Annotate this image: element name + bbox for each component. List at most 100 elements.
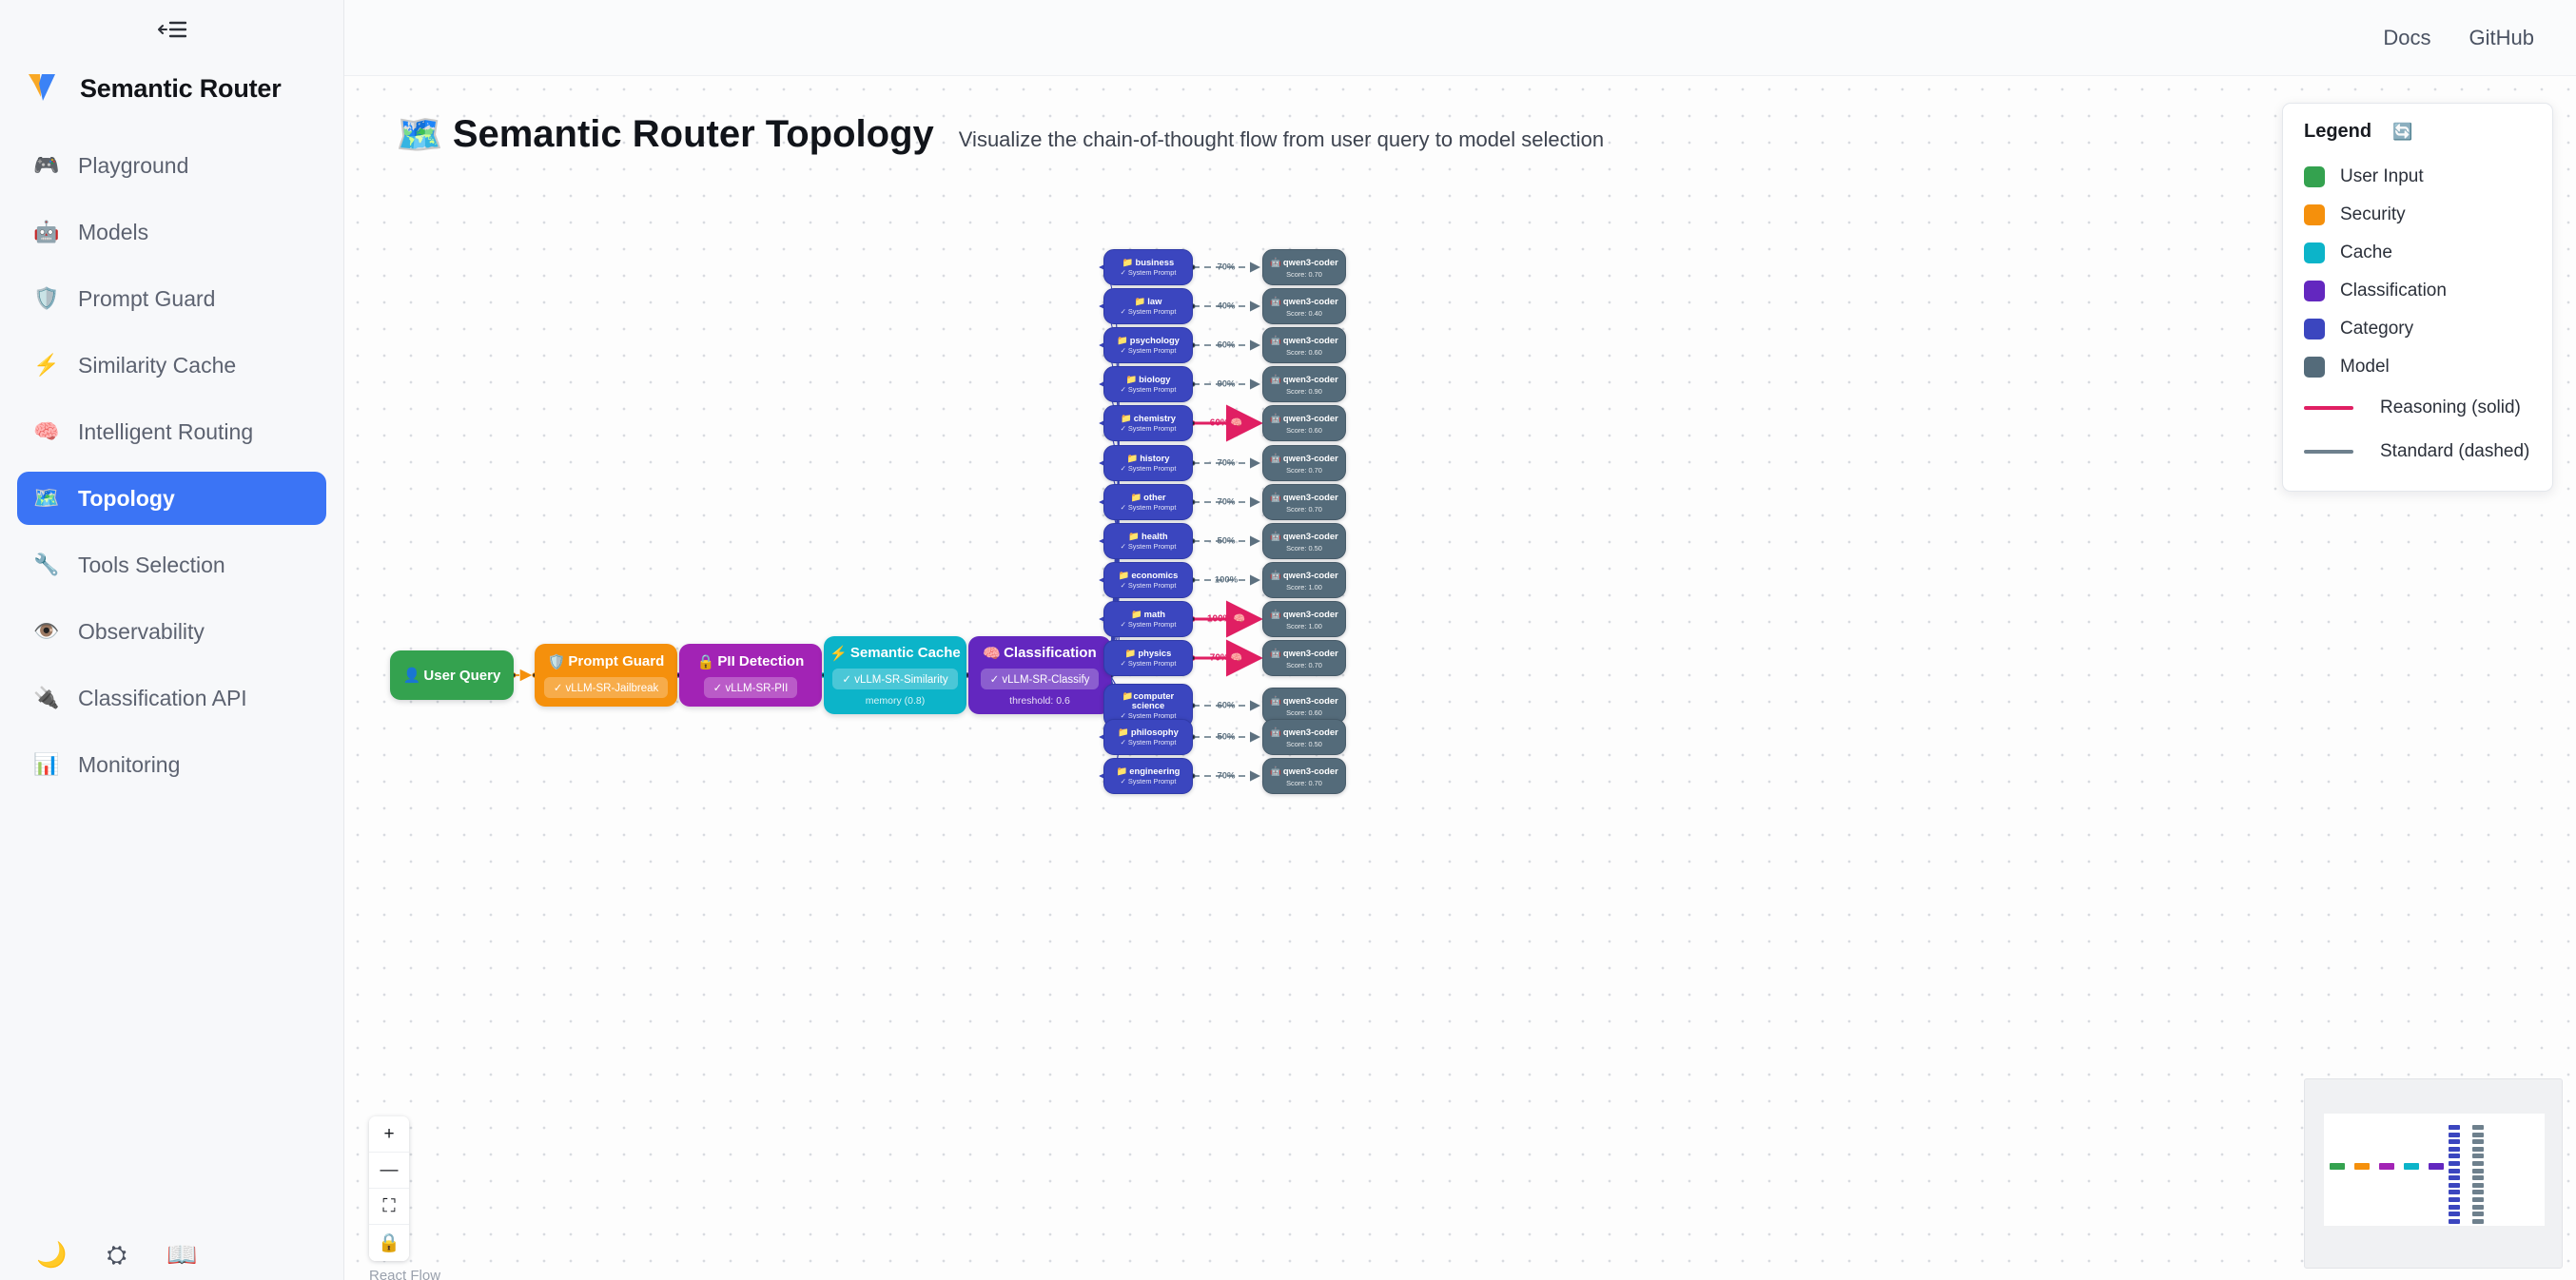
- sidebar-item-intelligent-routing[interactable]: 🧠Intelligent Routing: [17, 405, 326, 458]
- minimap-category-dot: [2449, 1190, 2460, 1195]
- zoom-in-button[interactable]: +: [369, 1116, 409, 1153]
- flow-graph[interactable]: 👤User Query 🛡️Prompt Guard✓ vLLM-SR-Jailb…: [344, 76, 2576, 1280]
- page-title: 🗺️ Semantic Router Topology: [396, 112, 934, 157]
- robot-icon: 🤖: [1270, 491, 1281, 502]
- model-name: qwen3-coder: [1282, 335, 1338, 345]
- sidebar-item-playground[interactable]: 🎮Playground: [17, 139, 326, 192]
- refresh-icon[interactable]: 🔄: [2392, 122, 2413, 141]
- edge-percent: 70%: [1209, 652, 1229, 664]
- sidebar-item-similarity-cache[interactable]: ⚡Similarity Cache: [17, 339, 326, 392]
- legend-swatch-icon: [2304, 281, 2325, 301]
- sidebar-item-topology[interactable]: 🗺️Topology: [17, 472, 326, 525]
- lock-button[interactable]: 🔒: [369, 1225, 409, 1261]
- github-link-icon[interactable]: ⛭: [107, 1240, 127, 1269]
- sidebar-item-observability[interactable]: 👁️Observability: [17, 605, 326, 658]
- model-title: 🤖qwen3-coder: [1270, 296, 1338, 307]
- legend-line-icon: [2304, 406, 2353, 410]
- model-score: Score: 0.70: [1286, 504, 1322, 514]
- attribution-label: React Flow: [369, 1268, 441, 1280]
- legend-swatch-icon: [2304, 357, 2325, 378]
- monitoring-icon: 📊: [33, 752, 60, 776]
- category-title-text: math: [1143, 608, 1166, 619]
- zoom-out-button[interactable]: —: [369, 1153, 409, 1189]
- dark-mode-toggle[interactable]: 🌙: [36, 1240, 68, 1269]
- node-category-engineering[interactable]: 📁engineering✓ System Prompt: [1103, 758, 1193, 794]
- model-title: 🤖qwen3-coder: [1270, 492, 1338, 503]
- node-category-business[interactable]: 📁business✓ System Prompt: [1103, 249, 1193, 285]
- main-area: Docs GitHub 🗺️ Semantic Router Topology …: [344, 0, 2576, 1280]
- model-title: 🤖qwen3-coder: [1270, 257, 1338, 268]
- sidebar-item-models[interactable]: 🤖Models: [17, 205, 326, 259]
- node-category-math[interactable]: 📁math✓ System Prompt: [1103, 601, 1193, 637]
- category-title-text: chemistry: [1133, 412, 1176, 423]
- edge-label-philosophy: 50%: [1217, 732, 1235, 743]
- category-subtitle: ✓ System Prompt: [1120, 464, 1177, 474]
- node-category-other[interactable]: 📁other✓ System Prompt: [1103, 484, 1193, 520]
- node-title: 👤User Query: [403, 667, 501, 685]
- node-category-chemistry[interactable]: 📁chemistry✓ System Prompt: [1103, 405, 1193, 441]
- fit-view-button[interactable]: ⛶: [369, 1189, 409, 1225]
- page-title-icon: 🗺️: [396, 114, 443, 156]
- github-link[interactable]: GitHub: [2469, 25, 2534, 49]
- node-category-law[interactable]: 📁law✓ System Prompt: [1103, 288, 1193, 324]
- node-category-history[interactable]: 📁history✓ System Prompt: [1103, 445, 1193, 481]
- robot-icon: 🤖: [1270, 256, 1281, 267]
- node-badge: ✓ vLLM-SR-PII: [703, 676, 798, 698]
- docs-book-icon[interactable]: 📖: [166, 1240, 198, 1269]
- brand[interactable]: Semantic Router: [0, 59, 343, 118]
- classification-api-icon: 🔌: [33, 686, 60, 709]
- folder-icon: 📁: [1117, 334, 1128, 345]
- model-name: qwen3-coder: [1282, 570, 1338, 580]
- minimap[interactable]: [2304, 1078, 2563, 1269]
- collapse-menu-icon[interactable]: [150, 13, 194, 46]
- sidebar-item-tools-selection[interactable]: 🔧Tools Selection: [17, 538, 326, 592]
- node-category-philosophy[interactable]: 📁philosophy✓ System Prompt: [1103, 719, 1193, 755]
- docs-link[interactable]: Docs: [2383, 25, 2431, 49]
- edge-percent: 50%: [1217, 535, 1236, 547]
- node-category-economics[interactable]: 📁economics✓ System Prompt: [1103, 562, 1193, 598]
- sidebar-item-monitoring[interactable]: 📊 Monitoring: [17, 738, 326, 791]
- node-category-biology[interactable]: 📁biology✓ System Prompt: [1103, 366, 1193, 402]
- prompt-guard-icon: 🛡️: [547, 653, 566, 670]
- legend-swatch-icon: [2304, 204, 2325, 225]
- node-user-query[interactable]: 👤User Query: [390, 650, 514, 700]
- edge-percent: 70%: [1217, 262, 1236, 273]
- flow-canvas[interactable]: 🗺️ Semantic Router Topology Visualize th…: [344, 76, 2576, 1280]
- category-title: 📁engineering: [1117, 766, 1181, 776]
- edge-percent: 60%: [1217, 339, 1236, 351]
- edge-label-computer-science: 60%: [1217, 701, 1235, 711]
- edge-percent: 100%: [1206, 613, 1232, 625]
- node-category-psychology[interactable]: 📁psychology✓ System Prompt: [1103, 327, 1193, 363]
- minimap-category-dot: [2449, 1175, 2460, 1181]
- category-title: 📁math: [1131, 608, 1166, 619]
- sidebar-item-label: Monitoring: [78, 751, 181, 777]
- node-badge: ✓ vLLM-SR-Similarity: [832, 668, 958, 689]
- node-category-health[interactable]: 📁health✓ System Prompt: [1103, 523, 1193, 559]
- node-prompt-guard[interactable]: 🛡️Prompt Guard✓ vLLM-SR-Jailbreak: [535, 644, 677, 707]
- node-category-physics[interactable]: 📁physics✓ System Prompt: [1103, 640, 1193, 676]
- model-score: Score: 0.60: [1286, 347, 1322, 357]
- minimap-category-dot: [2449, 1139, 2460, 1145]
- topbar: Docs GitHub: [344, 0, 2576, 76]
- model-score: Score: 0.60: [1286, 708, 1322, 717]
- sidebar-item-classification-api[interactable]: 🔌Classification API: [17, 671, 326, 725]
- sidebar-item-prompt-guard[interactable]: 🛡️Prompt Guard: [17, 272, 326, 325]
- node-pii-detection[interactable]: 🔒PII Detection✓ vLLM-SR-PII: [679, 644, 822, 707]
